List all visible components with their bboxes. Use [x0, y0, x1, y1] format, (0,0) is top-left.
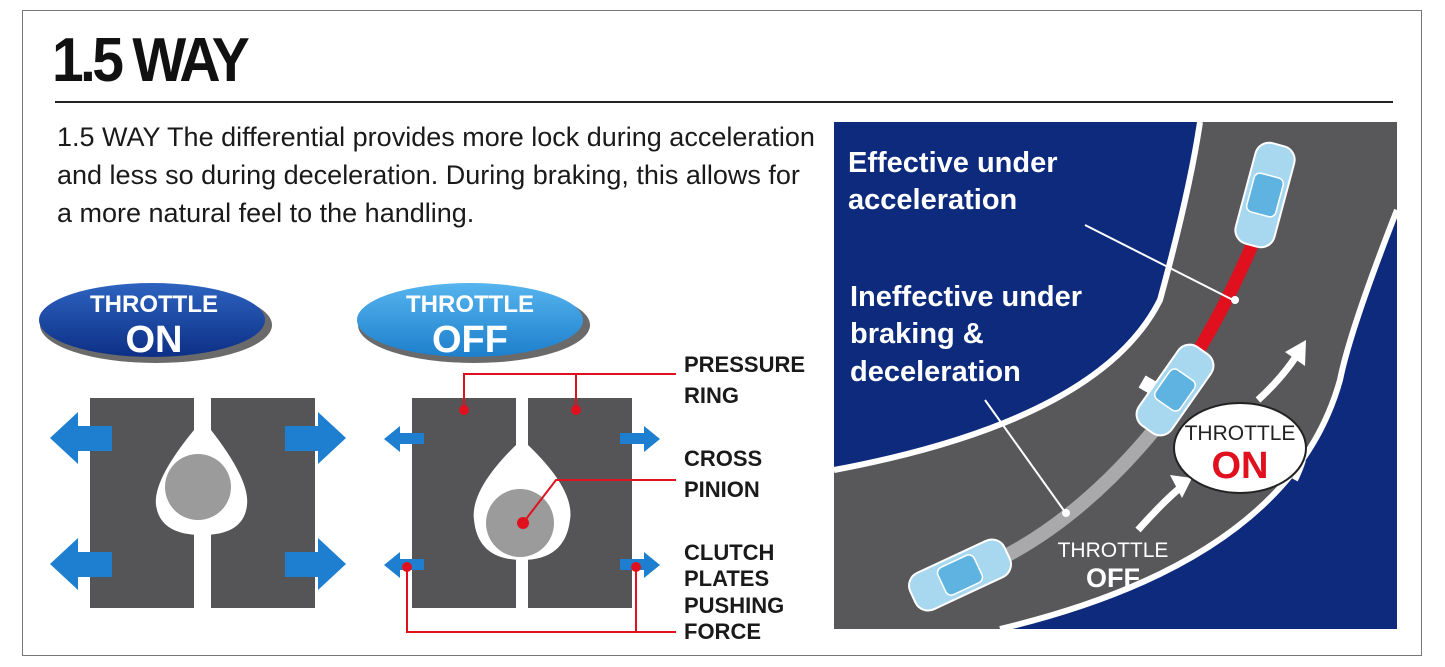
badge-on-ellipse [39, 283, 265, 357]
badge-throttle-on: THROTTLE ON [39, 283, 272, 363]
arrow-right-bottom-on [285, 538, 346, 590]
car-bottom [908, 538, 1012, 612]
car-middle [1135, 343, 1215, 437]
dot-ineffective [1062, 509, 1070, 517]
on-arrow-head [1285, 340, 1306, 366]
off-arrow-head [1170, 475, 1192, 498]
label-clutch-1: CLUTCH [684, 540, 774, 565]
off-arrow-shaft [1135, 485, 1183, 533]
arrow-right-top-on [285, 412, 346, 464]
cross-pinion-on [165, 454, 231, 520]
bubble-on-line1: THROTTLE [1185, 422, 1296, 445]
badge-off-line2: OFF [432, 319, 508, 361]
dot-clutch-left [402, 562, 412, 572]
callout-lines [406, 373, 676, 633]
bubble-ellipse [1173, 402, 1307, 494]
track-ineffective-3: deceleration [850, 356, 1021, 388]
dot-pressure-left [459, 405, 469, 415]
dot-cross-pinion [517, 517, 529, 529]
label-clutch-4: FORCE [684, 619, 761, 644]
arrow-left-bottom-on [50, 538, 112, 590]
car-top [1234, 141, 1296, 249]
label-cross-1: CROSS [684, 446, 762, 471]
badge-off-ellipse [357, 283, 583, 357]
label-clutch-3: PUSHING [684, 593, 784, 618]
leader-ineffective [984, 399, 1066, 513]
arrow-left-top-on [50, 412, 112, 464]
leader-effective [1084, 224, 1234, 301]
arrow-right-top-off [620, 426, 660, 452]
track-off-line1: THROTTLE [1058, 539, 1169, 562]
track-ineffective-1: Ineffective under [850, 281, 1082, 313]
leader-clutch-left [406, 567, 676, 633]
differential-throttle-on [50, 398, 346, 608]
center-slot [194, 535, 211, 608]
track-off-line2: OFF [1086, 563, 1140, 593]
track-effective-1: Effective under [848, 147, 1058, 179]
label-clutch-2: PLATES [684, 566, 769, 591]
callout-labels: PRESSURE RING CROSS PINION CLUTCH PLATES… [684, 352, 805, 644]
badge-throttle-off: THROTTLE OFF [357, 283, 590, 363]
on-arrow-shaft [1255, 356, 1298, 403]
track-ineffective-2: braking & [850, 318, 984, 350]
label-pressure-2: RING [684, 383, 739, 408]
leader-cross-pinion [522, 479, 676, 524]
outer-frame [22, 10, 1422, 656]
badge-on-line1: THROTTLE [90, 291, 218, 318]
track-effective-2: acceleration [848, 184, 1017, 216]
callout-dots [402, 405, 641, 572]
road-edge-inner [833, 121, 1203, 473]
page-title: 1.5 WAY [52, 26, 250, 95]
bubble-throttle-on: THROTTLE ON [1173, 402, 1307, 494]
label-pressure-1: PRESSURE [684, 352, 805, 377]
description-text: 1.5 WAY The differential provides more l… [57, 122, 815, 228]
differential-throttle-off [384, 398, 660, 608]
arrow-left-top-off [384, 426, 424, 452]
dot-clutch-right [631, 562, 641, 572]
leader-pressure-ring-left [463, 373, 676, 410]
title-divider [55, 101, 1393, 103]
road-edge-outer [999, 208, 1400, 632]
badge-off-line1: THROTTLE [406, 291, 534, 318]
badge-on-line2: ON [126, 319, 183, 361]
dot-pressure-right [571, 405, 581, 415]
center-slot-off [516, 558, 528, 608]
bubble-on-line2: ON [1212, 445, 1269, 487]
track-panel: Effective under acceleration Ineffective… [833, 121, 1400, 632]
dot-effective [1231, 296, 1239, 304]
label-cross-2: PINION [684, 477, 760, 502]
